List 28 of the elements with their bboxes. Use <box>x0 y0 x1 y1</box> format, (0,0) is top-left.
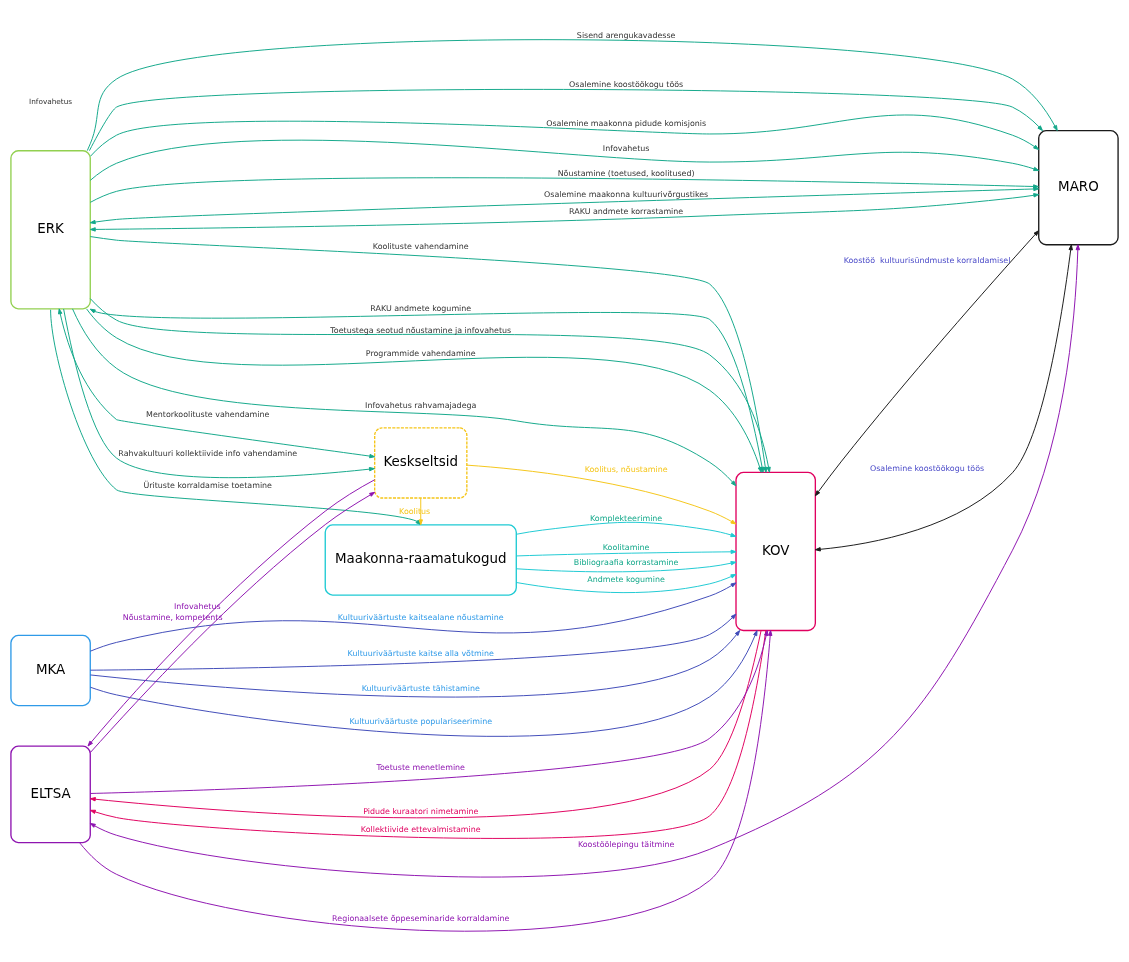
arrow <box>89 114 1040 157</box>
arrow <box>515 573 737 593</box>
arrow <box>515 560 737 572</box>
arrow <box>515 521 737 537</box>
arrow <box>814 229 1040 496</box>
node-box: Keskseltsid <box>374 426 468 499</box>
arrow <box>89 186 1040 224</box>
arrow <box>89 243 1080 877</box>
arrow <box>86 38 1058 151</box>
arrow <box>79 629 773 932</box>
arrow <box>50 308 422 525</box>
arrow <box>89 192 1040 232</box>
arrow <box>89 139 1040 181</box>
arrow <box>89 581 737 652</box>
arrow <box>814 243 1073 551</box>
arrow <box>89 629 758 737</box>
node-box: KOV <box>735 471 816 631</box>
node-box: MARO <box>1038 129 1119 245</box>
arrow <box>89 613 737 671</box>
node-box: MKA <box>10 634 91 706</box>
node-box: Maakonna-raamatukogud <box>324 523 517 596</box>
arrow <box>89 176 1039 203</box>
arrow <box>466 464 737 524</box>
node-box: ERK <box>10 149 91 309</box>
arrow <box>515 549 737 556</box>
arrow <box>89 629 741 697</box>
node-box: ELTSA <box>10 745 91 843</box>
arrow <box>88 88 1043 151</box>
